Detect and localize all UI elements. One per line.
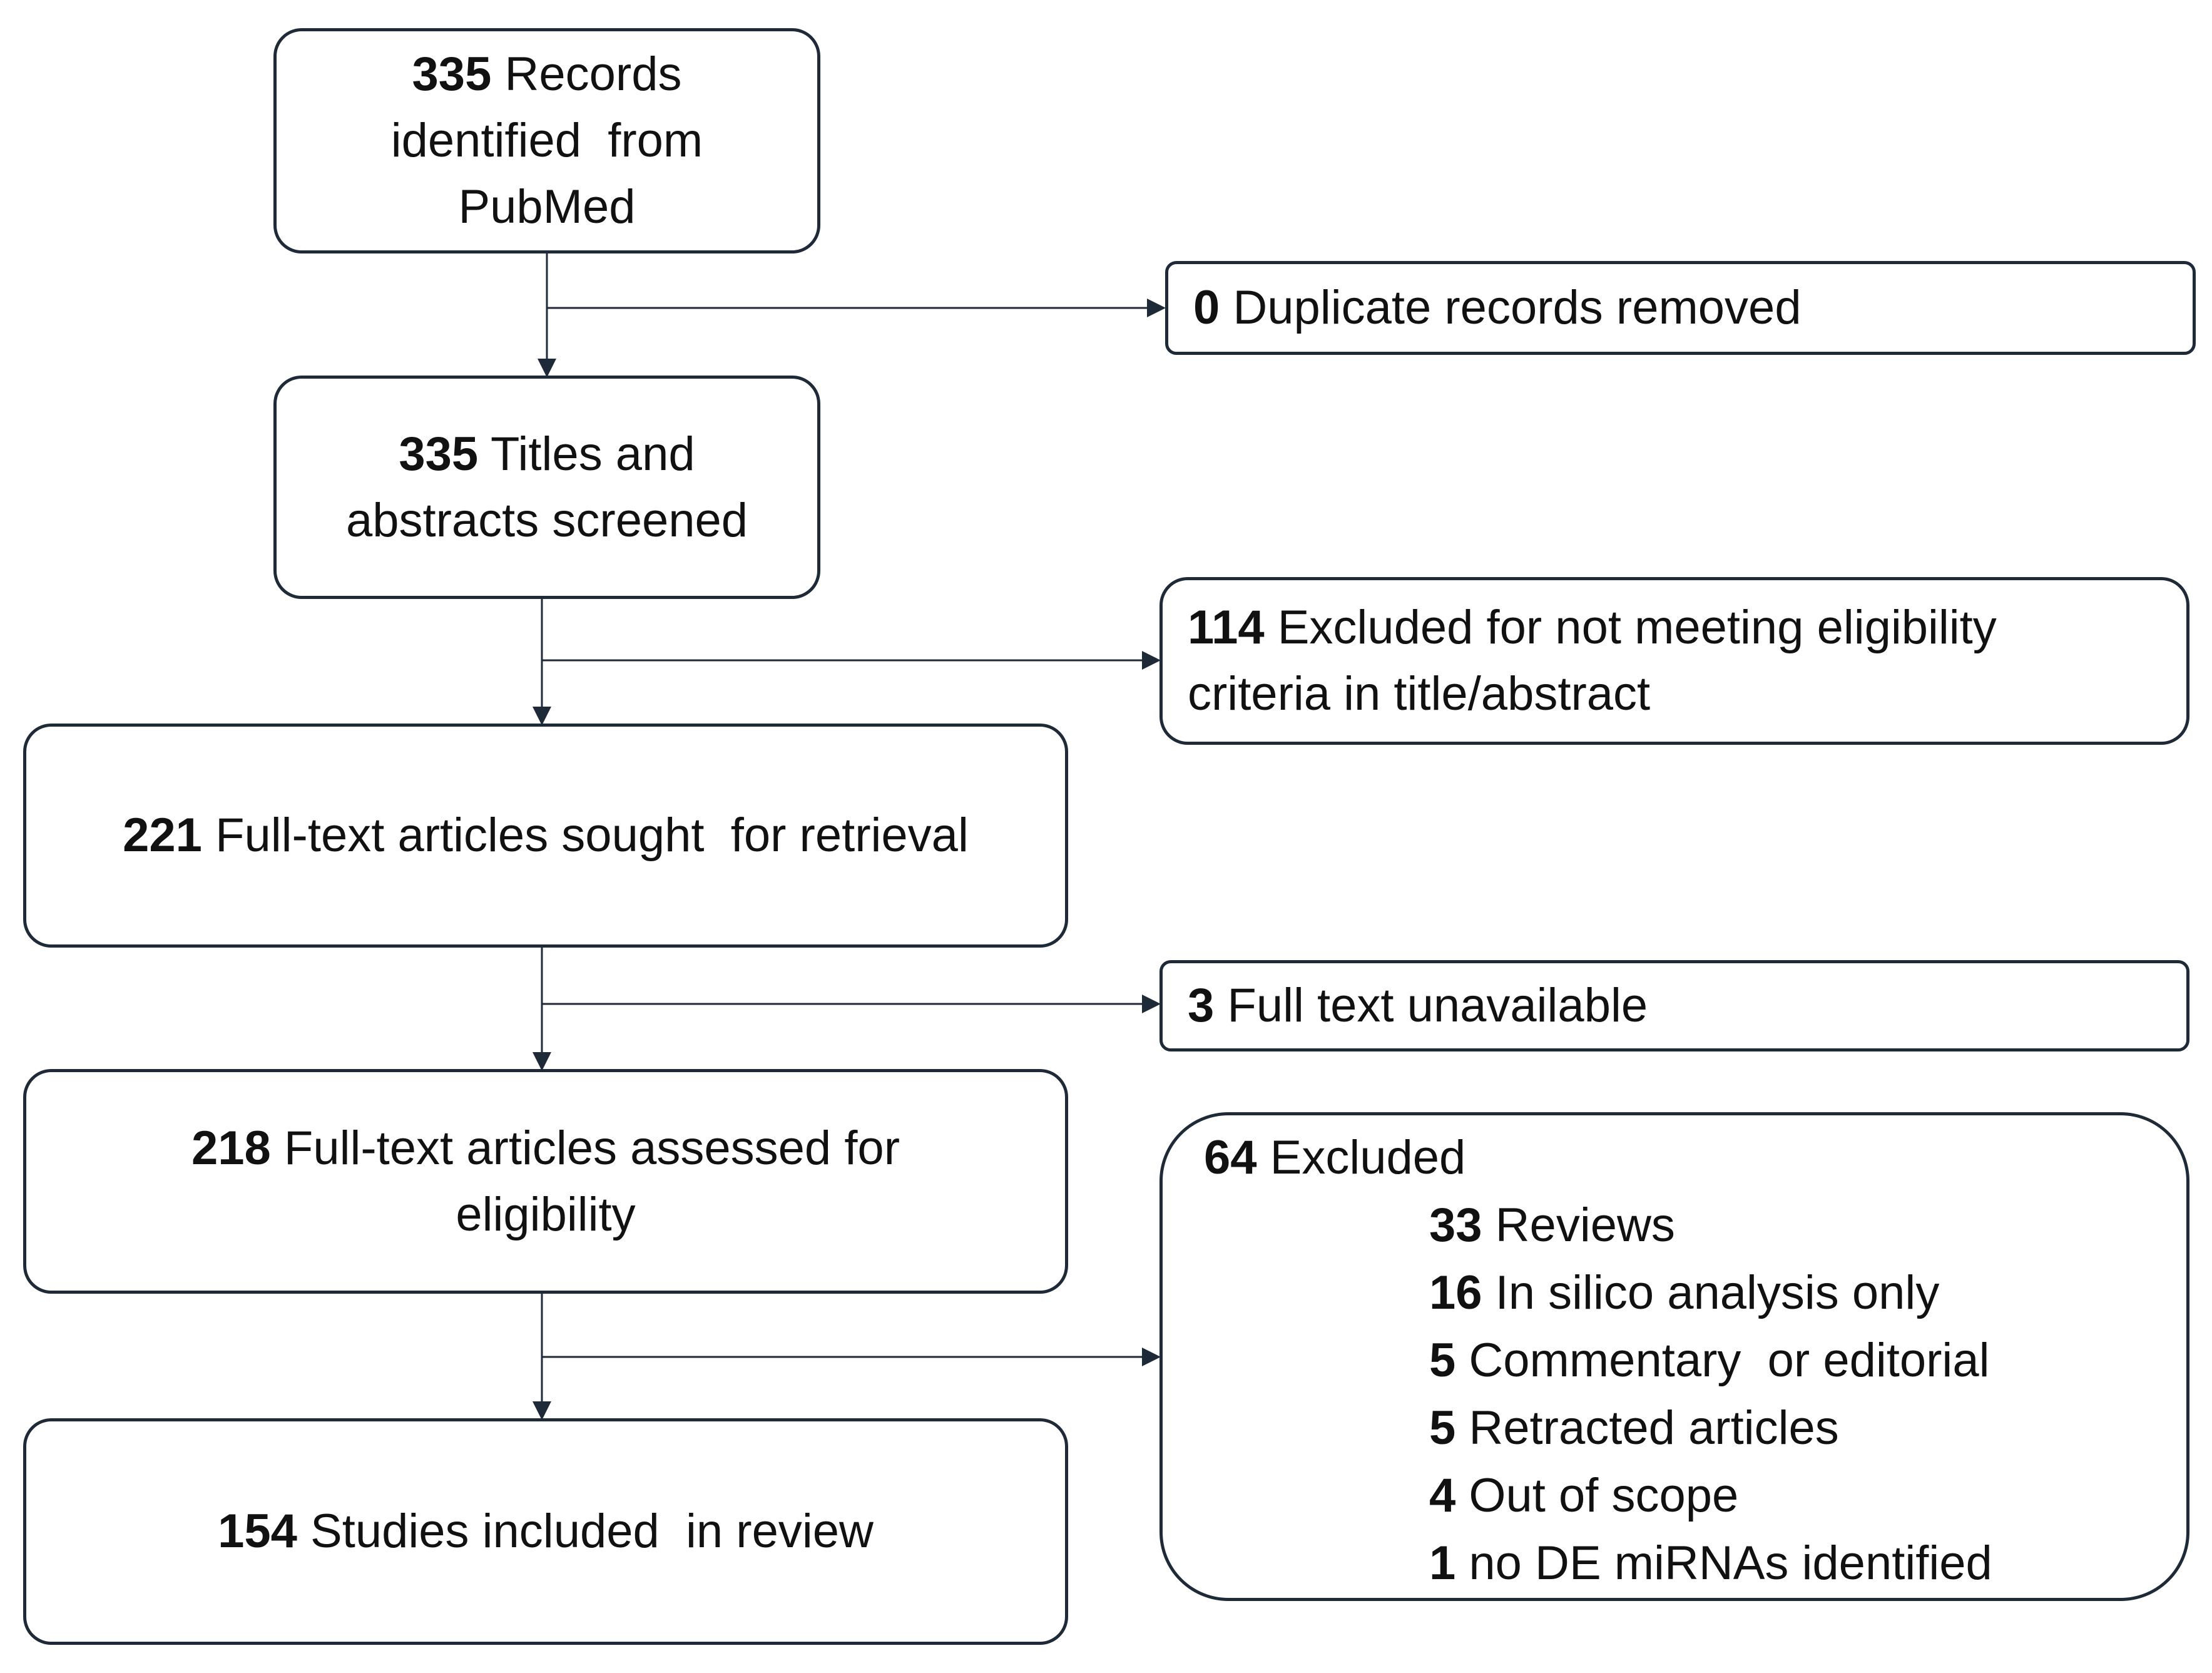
sought-count: 221 (123, 809, 202, 862)
assessed-label: Full-text articles assessed for (283, 1121, 900, 1175)
reason-label: Commentary or editorial (1469, 1334, 1990, 1387)
duplicates-label: Duplicate records removed (1233, 281, 1802, 334)
unavailable-count: 3 (1188, 979, 1215, 1032)
reason-label: In silico analysis only (1495, 1266, 1940, 1319)
records-count: 335 (412, 48, 492, 101)
sought-label: Full-text articles sought for retrieval (215, 809, 969, 862)
excluded-full-text-content: 64 Excluded 33 Reviews 16 In silico anal… (1204, 1124, 1992, 1597)
exclusion-reason: 33 Reviews (1429, 1192, 1992, 1259)
records-label-line3: PubMed (458, 180, 636, 233)
reason-count: 4 (1429, 1469, 1456, 1522)
reason-label: Reviews (1495, 1199, 1675, 1252)
assessed-label-line2: eligibility (456, 1187, 636, 1241)
excluded-title-count: 114 (1188, 601, 1265, 654)
included-count: 154 (218, 1505, 297, 1558)
reason-count: 1 (1429, 1537, 1456, 1590)
studies-included-box: 154 Studies included in review (23, 1418, 1068, 1645)
assessed-count: 218 (191, 1121, 271, 1175)
exclusion-reason: 1 no DE miRNAs identified (1429, 1530, 1992, 1597)
records-label: Records (504, 48, 682, 101)
full-text-assessed-box: 218 Full-text articles assessed for elig… (23, 1069, 1068, 1294)
exclusion-reason: 16 In silico analysis only (1429, 1259, 1992, 1327)
reason-count: 5 (1429, 1334, 1456, 1387)
duplicates-removed-box: 0 Duplicate records removed (1165, 261, 2196, 355)
excluded-title-label: Excluded for not meeting eligibility (1277, 601, 1997, 654)
unavailable-label: Full text unavailable (1227, 979, 1648, 1032)
excluded-title-abstract-box: 114 Excluded for not meeting eligibility… (1160, 577, 2189, 745)
exclusion-reason: 5 Commentary or editorial (1429, 1327, 1992, 1394)
reason-count: 33 (1429, 1199, 1482, 1252)
duplicates-count: 0 (1193, 281, 1220, 334)
full-text-sought-box: 221 Full-text articles sought for retrie… (23, 724, 1068, 948)
reason-label: Out of scope (1469, 1469, 1739, 1522)
reason-count: 16 (1429, 1266, 1482, 1319)
reason-count: 5 (1429, 1401, 1456, 1455)
records-identified-box: 335 Records identified from PubMed (273, 28, 820, 253)
full-text-unavailable-box: 3 Full text unavailable (1160, 960, 2189, 1051)
reason-label: Retracted articles (1469, 1401, 1839, 1455)
excluded-full-text-box (1160, 1112, 2189, 1601)
excluded-title-label-line2: criteria in title/abstract (1188, 667, 1651, 720)
excluded-full-label: Excluded (1270, 1131, 1466, 1184)
excluded-full-header: 64 Excluded (1204, 1124, 1992, 1192)
excluded-full-count: 64 (1204, 1131, 1257, 1184)
included-label: Studies included in review (310, 1505, 874, 1558)
screened-label-line2: abstracts screened (345, 493, 748, 547)
screened-count: 335 (399, 427, 479, 481)
reason-label: no DE miRNAs identified (1469, 1537, 1992, 1590)
screened-label: Titles and (490, 427, 695, 481)
screened-box: 335 Titles and abstracts screened (273, 376, 820, 599)
exclusion-reason: 4 Out of scope (1429, 1462, 1992, 1530)
records-label-line2: identified from (390, 114, 703, 167)
exclusion-reason: 5 Retracted articles (1429, 1394, 1992, 1462)
